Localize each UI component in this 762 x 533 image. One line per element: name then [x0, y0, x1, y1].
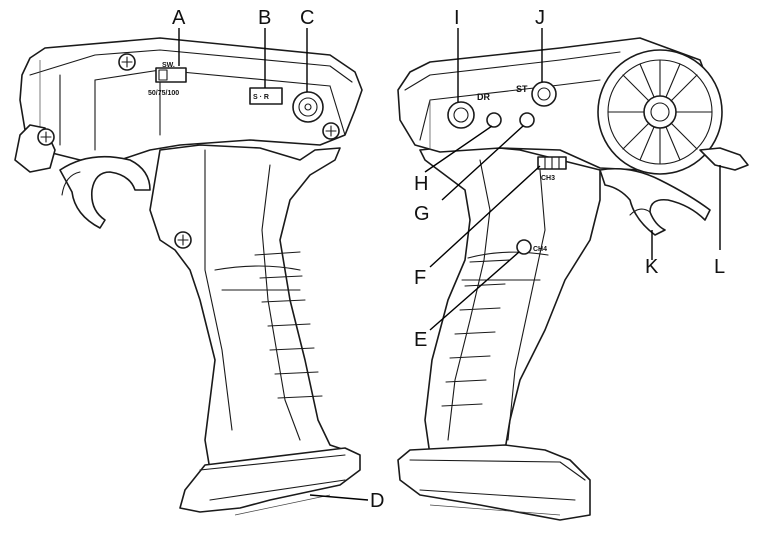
dr-knob-i[interactable]: DR: [447, 92, 490, 129]
svg-text:SW.: SW.: [162, 62, 175, 69]
label-g: G: [414, 203, 430, 225]
label-k: K: [645, 256, 659, 278]
left-base-plate: [179, 447, 361, 513]
label-j: J: [535, 7, 545, 29]
right-base-plate: [397, 444, 591, 521]
right-transmitter-view: DR ST CH3 CH4: [397, 37, 749, 521]
label-f: F: [414, 267, 426, 289]
screw-icon: [37, 128, 55, 146]
st-knob-j[interactable]: ST: [516, 81, 557, 107]
screw-icon: [118, 53, 136, 71]
label-e: E: [414, 329, 427, 351]
rate-switch-a[interactable]: SW. 50/75/100: [148, 62, 187, 97]
switch-b[interactable]: S · R: [249, 87, 283, 105]
label-c: C: [300, 7, 314, 29]
svg-text:DR: DR: [477, 92, 490, 102]
left-throttle-trigger: [59, 155, 151, 229]
right-throttle-trigger-k[interactable]: [599, 167, 711, 236]
trim-button-g[interactable]: [519, 112, 535, 128]
svg-text:ST: ST: [516, 84, 528, 94]
svg-text:S · R: S · R: [253, 94, 269, 101]
label-a: A: [172, 7, 186, 29]
ch3-switch-f[interactable]: CH3: [537, 156, 567, 182]
svg-text:50/75/100: 50/75/100: [148, 90, 179, 97]
trim-button-h[interactable]: [486, 112, 502, 128]
left-grip-body: [149, 144, 349, 473]
power-button-c[interactable]: [292, 91, 324, 123]
steering-wheel-l[interactable]: [597, 49, 749, 175]
screw-icon: [174, 231, 192, 249]
ch4-button-e[interactable]: CH4: [516, 239, 547, 255]
label-l: L: [714, 256, 725, 278]
right-grip-body: [419, 144, 601, 456]
callout-labels: A B C D E F G H I J K L: [172, 7, 725, 512]
label-b: B: [258, 7, 271, 29]
label-h: H: [414, 173, 428, 195]
svg-text:CH4: CH4: [533, 246, 547, 253]
leader-lines: [178, 28, 721, 501]
label-i: I: [454, 7, 460, 29]
left-transmitter-view: SW. 50/75/100 S · R: [14, 37, 363, 516]
screw-icon: [322, 122, 340, 140]
label-d: D: [370, 490, 384, 512]
svg-text:CH3: CH3: [541, 175, 555, 182]
